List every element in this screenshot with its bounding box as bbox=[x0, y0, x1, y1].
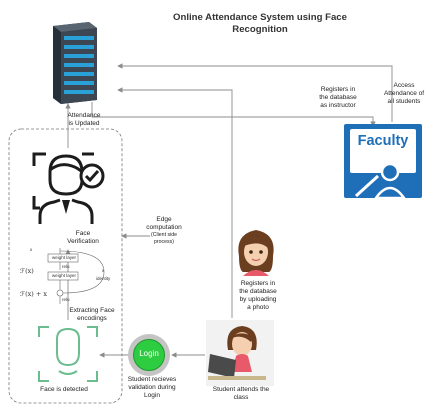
client-side-boundary bbox=[8, 128, 123, 404]
resnet-fx-plus-x: ℱ(x) + x bbox=[20, 290, 48, 298]
face-detected-label: Face is detected bbox=[40, 386, 88, 393]
resnet-weight-layer-1: weight layer bbox=[51, 255, 76, 260]
student-attends-label: Student attends the class bbox=[204, 386, 278, 402]
student-validation-label: Student recieves validation during Login bbox=[118, 376, 186, 400]
face-verification-line-2: Verification bbox=[67, 238, 99, 245]
residual-block-diagram bbox=[47, 248, 105, 304]
access-attendance-line-3: all students bbox=[387, 98, 421, 105]
title-line-2: Recognition bbox=[232, 24, 288, 35]
extracting-label: Extracting Face encodings bbox=[62, 307, 122, 323]
attendance-updated-line-1: Attendance bbox=[67, 112, 101, 119]
faculty-label: Faculty bbox=[357, 133, 409, 149]
attendance-updated-label: Attendance is Updated bbox=[60, 112, 108, 128]
student-laptop-icon bbox=[206, 320, 274, 386]
server-icon bbox=[53, 22, 97, 104]
access-attendance-line-2: Attendance of bbox=[383, 90, 425, 97]
student-attends-line-1: Student attends the bbox=[212, 386, 270, 393]
login-icon bbox=[133, 339, 165, 371]
registers-photo-label: Registers in the database by uploading a… bbox=[232, 280, 284, 312]
edge-computation-line-2: computation bbox=[146, 224, 182, 231]
arrow-server-to-faculty bbox=[91, 102, 376, 127]
registers-photo-line-3: by uploading bbox=[239, 296, 277, 303]
arrow-faculty-to-server bbox=[117, 63, 393, 122]
access-attendance-label: Access Attendance of all students bbox=[374, 82, 434, 106]
face-verification-label: Face Verification bbox=[58, 230, 108, 246]
client-side-line-1: (Client side bbox=[151, 232, 177, 238]
face-detected-icon bbox=[38, 326, 98, 382]
title-line-1: Online Attendance System using Face bbox=[173, 12, 347, 23]
registers-instructor-line-2: the database bbox=[319, 94, 357, 101]
resnet-identity-label: identity bbox=[96, 276, 111, 281]
faculty-icon: Faculty bbox=[344, 124, 422, 198]
face-verification-line-1: Face bbox=[75, 230, 91, 237]
resnet-weight-layer-2: weight layer bbox=[51, 273, 76, 278]
access-attendance-line-1: Access bbox=[393, 82, 415, 89]
resnet-identity-x: x bbox=[102, 268, 105, 273]
attendance-updated-line-2: is Updated bbox=[68, 120, 100, 127]
student-upload-icon bbox=[238, 230, 274, 276]
student-validation-line-1: Student recieves bbox=[127, 376, 177, 383]
resnet-relu-2: relu bbox=[62, 297, 70, 302]
registers-instructor-line-1: Registers in bbox=[320, 86, 356, 93]
student-attends-line-2: class bbox=[233, 394, 249, 401]
resnet-relu-1: relu bbox=[62, 264, 70, 269]
registers-instructor-label: Registers in the database as instructor bbox=[310, 86, 366, 110]
login-button[interactable]: Login bbox=[128, 334, 170, 376]
client-side-line-2: process) bbox=[154, 239, 174, 245]
extracting-line-1: Extracting Face bbox=[69, 307, 115, 314]
resnet-fx: ℱ(x) bbox=[20, 267, 34, 275]
registers-photo-line-1: Registers in bbox=[240, 280, 276, 287]
diagram-title: Online Attendance System using Face Reco… bbox=[150, 12, 370, 36]
registers-photo-line-4: a photo bbox=[247, 304, 269, 311]
registers-instructor-line-3: as instructor bbox=[320, 102, 356, 109]
student-validation-line-3: Login bbox=[144, 392, 160, 399]
registers-photo-line-2: the database bbox=[239, 288, 277, 295]
edge-computation-line-1: Edge bbox=[156, 216, 172, 223]
extracting-line-2: encodings bbox=[77, 315, 107, 322]
student-validation-line-2: validation during bbox=[128, 384, 176, 391]
face-verification-icon bbox=[32, 152, 105, 224]
arrow-student-to-server bbox=[117, 87, 233, 318]
login-label: Login bbox=[139, 349, 159, 358]
resnet-input-x: x bbox=[30, 247, 33, 252]
edge-computation-label: Edge computation (Client side process) bbox=[136, 216, 192, 246]
